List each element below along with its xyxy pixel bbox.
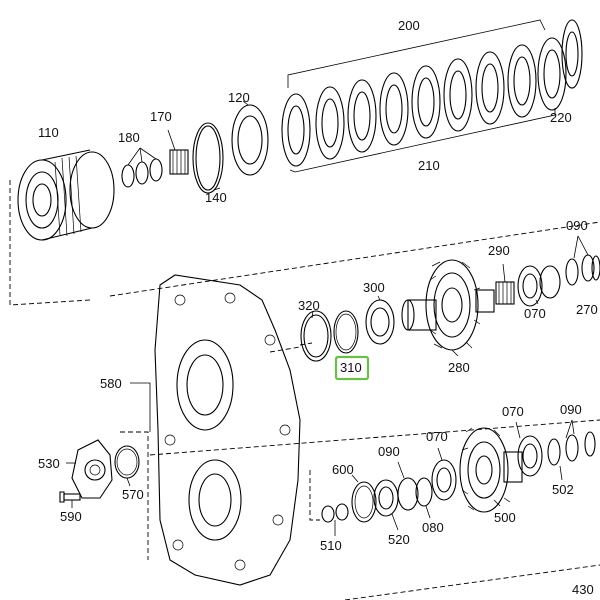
label-590: 590 — [60, 509, 82, 524]
label-502: 502 — [552, 482, 574, 497]
part-070-bearing-upper — [517, 265, 561, 307]
part-080-ring — [415, 477, 433, 519]
label-070-lower-a: 070 — [426, 429, 448, 444]
part-500-gear — [459, 427, 523, 513]
part-502-ring — [559, 431, 596, 481]
label-220: 220 — [550, 110, 572, 125]
part-590-bolt — [59, 491, 81, 508]
label-510: 510 — [320, 538, 342, 553]
label-570: 570 — [122, 487, 144, 502]
part-110-clutch-drum — [17, 149, 115, 241]
highlight-box-310[interactable] — [334, 355, 370, 381]
part-070-bearing-lower-a — [431, 447, 457, 501]
part-090-rings-lower-b — [547, 419, 579, 466]
label-180: 180 — [118, 130, 140, 145]
label-530: 530 — [38, 456, 60, 471]
part-320-ring — [300, 310, 332, 362]
label-200: 200 — [398, 18, 420, 33]
label-120: 120 — [228, 90, 250, 105]
label-580: 580 — [100, 376, 122, 391]
part-270-ring — [591, 255, 600, 281]
label-170: 170 — [150, 109, 172, 124]
part-600-ring — [351, 474, 377, 523]
label-070-lower-b: 070 — [502, 404, 524, 419]
part-280-gear-shaft — [401, 259, 495, 357]
part-200-clutch-disc-pack — [281, 19, 567, 173]
label-310: 310 — [340, 360, 362, 375]
part-220-end-ring — [561, 19, 583, 89]
part-070-bearing-lower-b — [515, 421, 543, 477]
label-080: 080 — [422, 520, 444, 535]
part-310-seal-ring — [333, 310, 359, 354]
part-120-pressure-plate — [231, 100, 269, 176]
part-520-bearing — [373, 479, 399, 531]
part-530-cover — [66, 439, 113, 499]
label-070-upper: 070 — [524, 306, 546, 321]
label-280: 280 — [448, 360, 470, 375]
label-430: 430 — [572, 582, 594, 597]
part-570-o-ring — [114, 445, 140, 487]
part-labels: 110 180 170 120 140 200 210 220 090 290 … — [38, 18, 598, 597]
part-140-snap-ring — [192, 122, 224, 194]
label-520: 520 — [388, 532, 410, 547]
part-090-ring-lower-a — [397, 461, 419, 511]
part-580-housing — [130, 274, 301, 586]
part-090-rings-upper — [565, 235, 595, 286]
label-320: 320 — [298, 298, 320, 313]
label-110: 110 — [38, 125, 59, 140]
label-090-upper: 090 — [566, 218, 588, 233]
part-300-bearing-race — [365, 295, 395, 345]
label-090-lower-b: 090 — [560, 402, 582, 417]
label-300: 300 — [363, 280, 385, 295]
label-290: 290 — [488, 243, 510, 258]
part-170-bearing — [167, 129, 189, 175]
label-500: 500 — [494, 510, 516, 525]
label-270: 270 — [576, 302, 598, 317]
label-140: 140 — [205, 190, 227, 205]
part-510-rings — [321, 503, 349, 536]
assembly-axis-lines — [9, 180, 600, 600]
label-210: 210 — [418, 158, 440, 173]
part-290-bearing — [495, 263, 515, 305]
part-180-rings — [121, 147, 163, 188]
label-090-lower-a: 090 — [378, 444, 400, 459]
label-600: 600 — [332, 462, 354, 477]
